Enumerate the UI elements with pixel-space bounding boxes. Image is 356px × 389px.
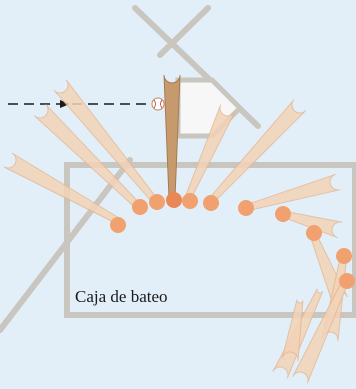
contact-marker-5	[182, 193, 198, 209]
contact-marker-9	[306, 225, 322, 241]
foul-line-left-top	[157, 5, 211, 58]
bat-position-7	[245, 173, 341, 212]
bat-position-13	[281, 299, 304, 362]
contact-marker-3	[149, 194, 165, 210]
contact-marker-10	[336, 248, 352, 264]
bat-position-4	[163, 74, 181, 199]
batters-box-label: Caja de bateo	[75, 287, 168, 306]
arrow-head-icon	[60, 100, 70, 108]
batters-box	[64, 162, 356, 318]
contact-marker-2	[132, 199, 148, 215]
contact-marker-7	[238, 200, 254, 216]
contact-marker-11	[339, 273, 355, 289]
contact-marker-8	[275, 206, 291, 222]
contact-marker-1	[110, 217, 126, 233]
bat-swing-sequence	[3, 74, 350, 384]
contact-marker-6	[203, 195, 219, 211]
contact-markers	[110, 192, 355, 289]
baseball-icon	[151, 97, 165, 111]
home-plate	[175, 77, 244, 139]
contact-marker-4	[166, 192, 182, 208]
